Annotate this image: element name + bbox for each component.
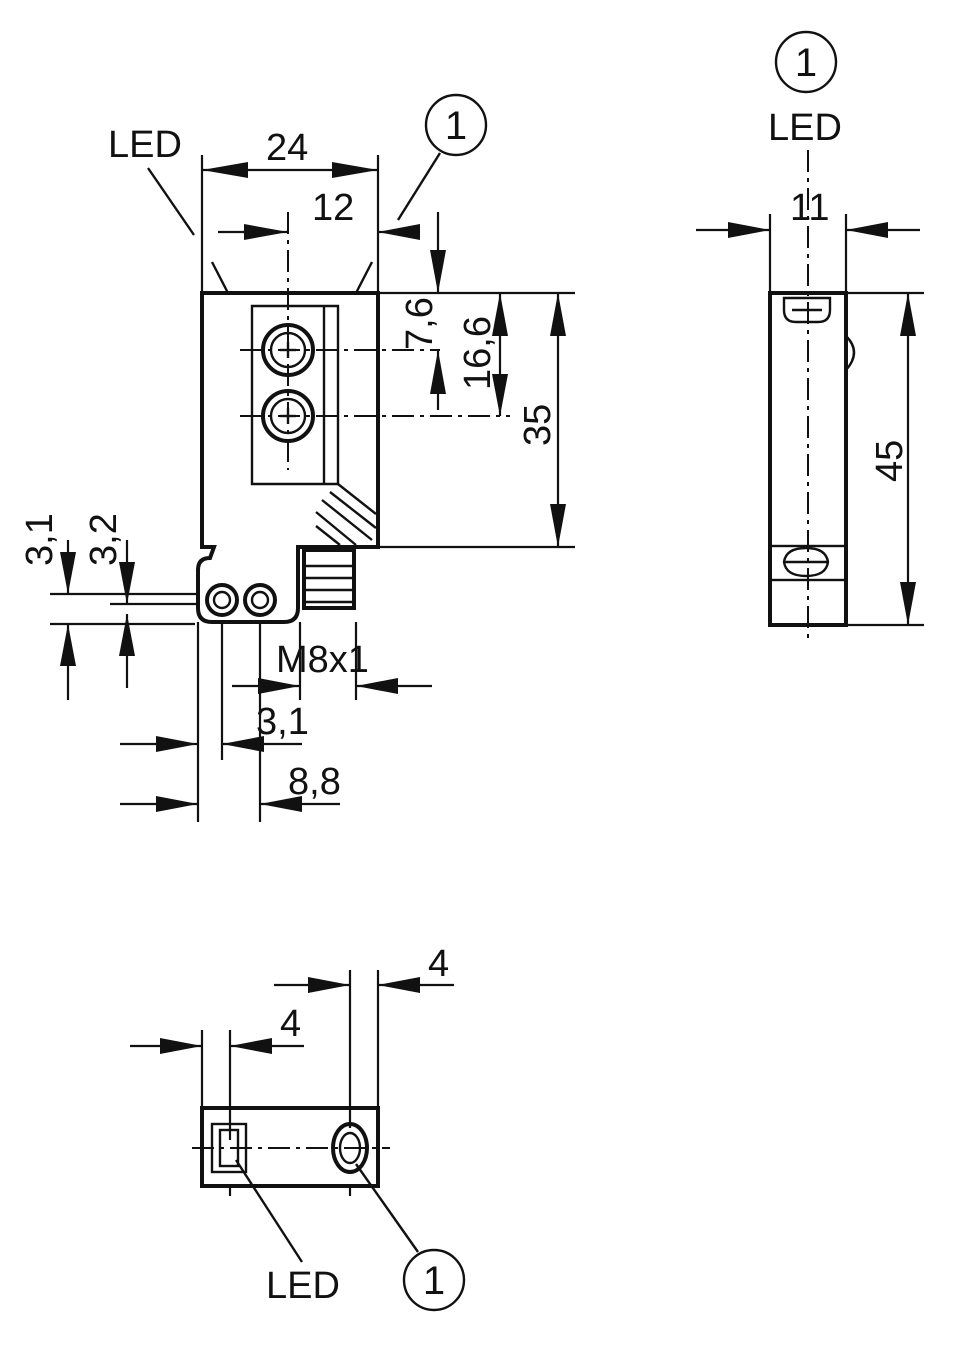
dim-height-35: 35 xyxy=(517,404,559,446)
side-view: 1 LED 11 45 xyxy=(696,30,924,640)
callout-bottom: 1 xyxy=(402,1248,466,1312)
thread-label: M8x1 xyxy=(276,639,369,681)
svg-text:1: 1 xyxy=(795,41,817,85)
dim-hole-offset-1: 3,1 xyxy=(19,513,61,566)
dim-offset-left: 4 xyxy=(280,1003,301,1045)
front-view: 24 12 LED 1 7,6 16,6 35 xyxy=(19,93,575,822)
callout-side: 1 xyxy=(774,30,838,94)
dim-center-12: 12 xyxy=(312,187,354,229)
grip-hatching xyxy=(315,483,377,546)
dim-hole-x-1: 3,1 xyxy=(256,701,309,743)
dim-height-45: 45 xyxy=(869,440,911,482)
front-housing-outline xyxy=(196,291,380,624)
dim-hole-x-2: 8,8 xyxy=(288,761,341,803)
svg-text:1: 1 xyxy=(445,104,467,148)
svg-text:1: 1 xyxy=(423,1259,445,1303)
dim-lens-spacing: 16,6 xyxy=(457,316,499,390)
dim-lens-offset: 7,6 xyxy=(399,297,441,350)
dim-width-24: 24 xyxy=(266,127,308,169)
led-label-bottom: LED xyxy=(266,1265,340,1307)
dim-depth-11: 11 xyxy=(790,187,829,229)
m8-connector xyxy=(302,548,356,610)
dim-offset-right: 4 xyxy=(428,943,449,985)
mounting-holes xyxy=(205,583,277,617)
bottom-view: 4 4 LED 1 xyxy=(130,943,466,1312)
dim-hole-offset-2: 3,2 xyxy=(83,513,125,566)
callout-front: 1 xyxy=(396,93,488,221)
led-label-side: LED xyxy=(768,107,842,149)
led-label-front: LED xyxy=(108,124,182,166)
